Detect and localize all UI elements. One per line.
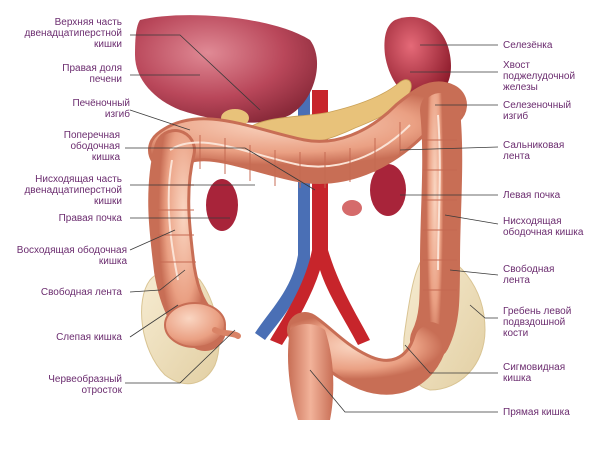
leader-cecum [129,304,179,338]
aorta [270,90,370,345]
leader-ascending-colon [129,229,176,251]
leader-iliac-crest [469,304,498,319]
leader-duodenum-upper [130,34,261,111]
leader-hepatic-flexure [129,109,191,131]
label-cecum: Слепая кишка [56,332,122,343]
leader-taenia-left [129,269,186,293]
label-rectum: Прямая кишка [503,407,570,418]
vena-cava [255,90,310,340]
label-right-kidney: Правая почка [58,213,122,224]
liver [135,15,318,123]
right-kidney-organ [206,179,238,231]
leader-omental-taenia [399,146,499,151]
label-spleen: Селезёнка [503,40,553,51]
rectum-organ [287,324,334,420]
duodenum-part [342,200,362,216]
leader-appendix [125,329,236,384]
leader-lines [125,34,499,413]
label-left-kidney: Левая почка [503,190,561,201]
leader-descending-colon [444,214,499,225]
leader-sigmoid-colon [404,344,498,374]
leader-transverse-colon [125,147,316,191]
spleen-organ [384,16,451,100]
leader-rectum [309,369,498,413]
leader-taenia-right [449,269,499,276]
left-kidney-organ [370,164,406,216]
label-taenia-left: Свободная лента [40,287,122,298]
